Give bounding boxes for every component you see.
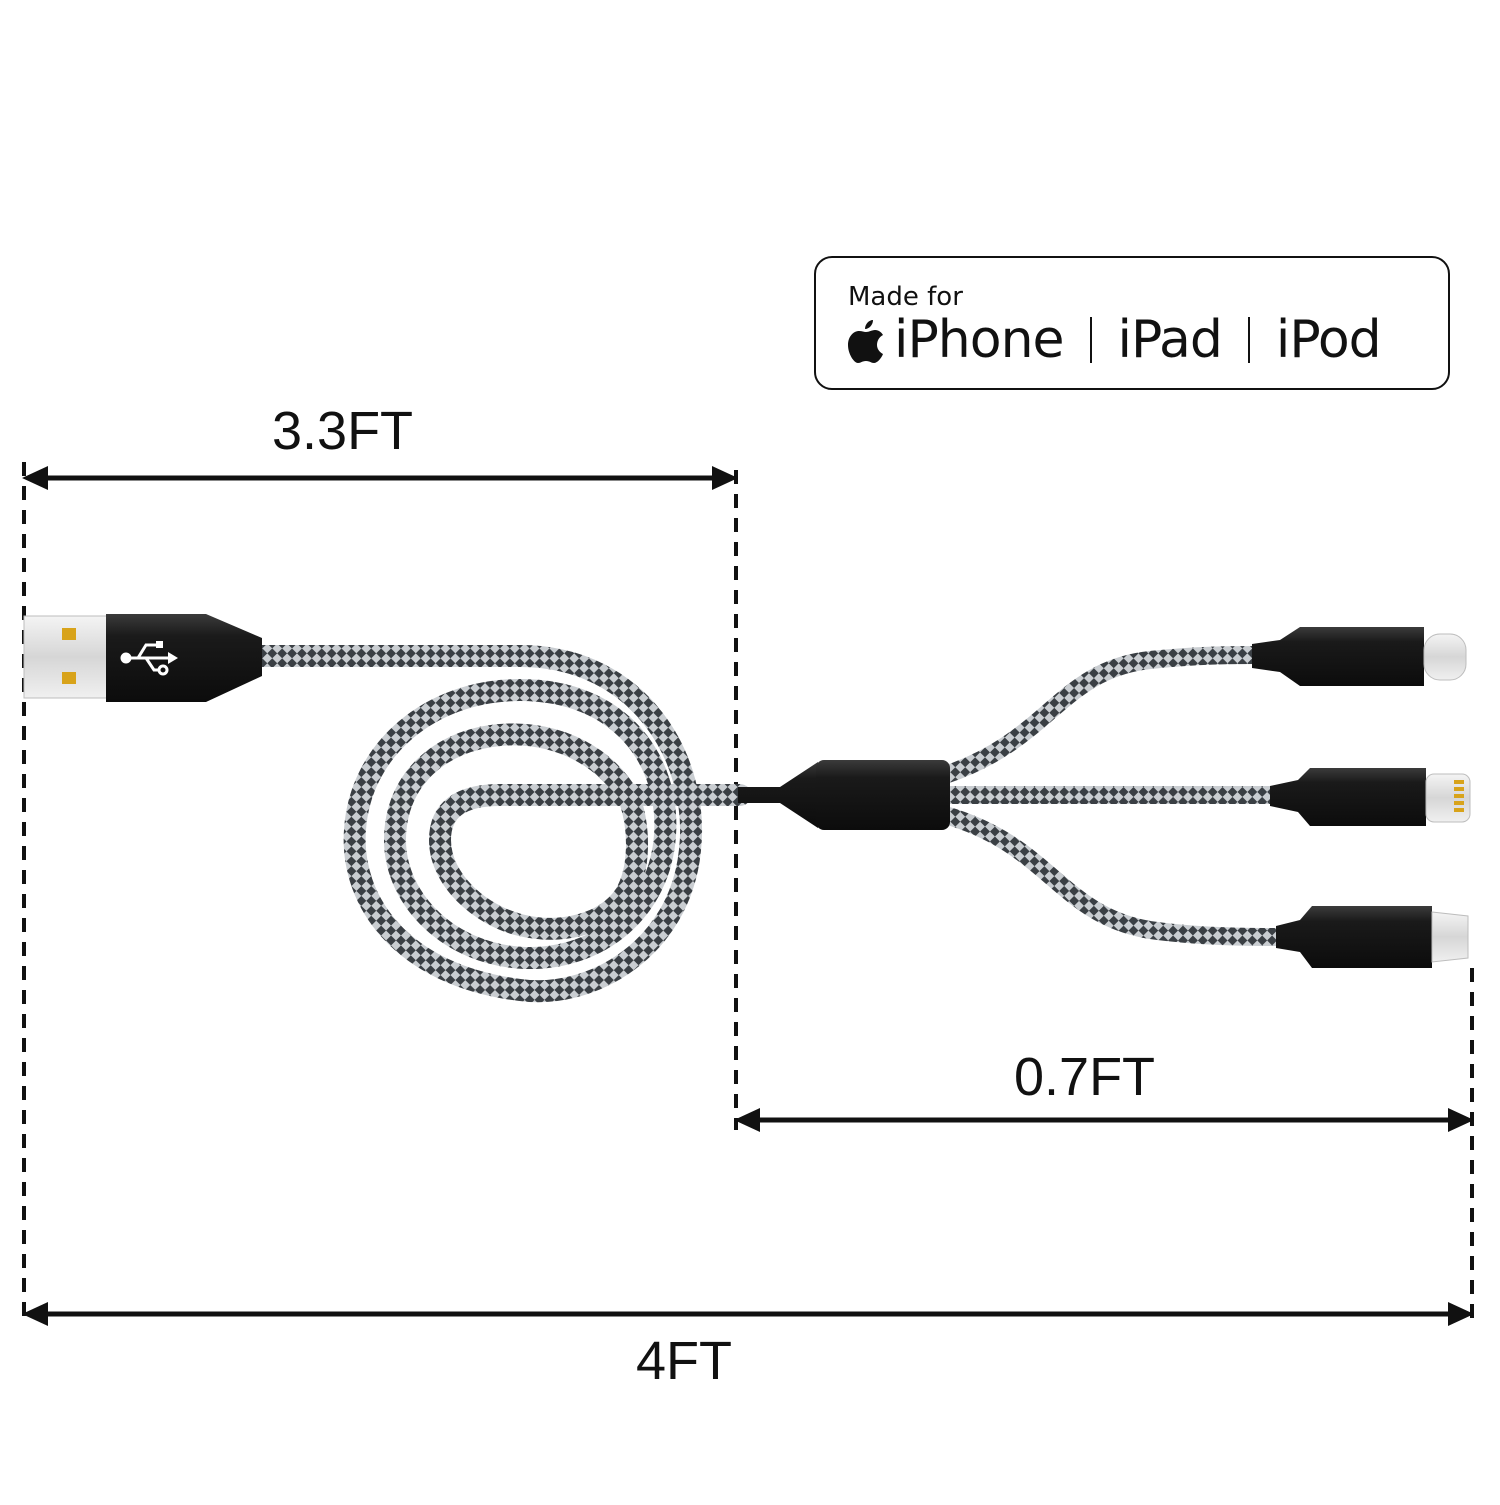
- device-list: iPhone iPad iPod: [846, 310, 1382, 370]
- branch-micro-usb: [936, 806, 1287, 946]
- total-arrow-left: [22, 1302, 48, 1326]
- usb-c-connector: [1252, 627, 1467, 686]
- braided-cable: [251, 645, 1287, 1003]
- split-arrow-left: [734, 1108, 760, 1132]
- splitter-taper: [738, 762, 818, 828]
- lightning-connector: [1270, 768, 1471, 826]
- usb-a-connector: [23, 614, 262, 702]
- device-ipad: iPad: [1117, 310, 1223, 370]
- main-cable-coil: [251, 645, 751, 1003]
- total-length-label: 4FT: [636, 1331, 733, 1391]
- extension-lines: [22, 462, 1474, 1328]
- device-divider: [1247, 317, 1250, 363]
- usb-a-pin-bottom: [62, 672, 76, 684]
- made-for-text: Made for: [848, 282, 963, 312]
- usb-a-housing: [106, 614, 262, 702]
- total-arrow-right: [1448, 1302, 1474, 1326]
- cable-splitter: [738, 760, 950, 830]
- split-cable-length-label: 0.7FT: [1014, 1047, 1156, 1107]
- made-for-badge: Made for iPhone iPad iPod: [814, 256, 1450, 390]
- lightning-pins: [1454, 780, 1464, 812]
- usb-a-pin-top: [62, 628, 76, 640]
- usb-a-plug-metal: [23, 615, 111, 699]
- device-iphone: iPhone: [894, 310, 1065, 370]
- branch-usb-c: [936, 646, 1264, 784]
- usb-c-housing: [1252, 627, 1424, 686]
- device-divider: [1089, 317, 1092, 363]
- micro-usb-plug: [1431, 911, 1469, 963]
- dimension-arrows: [22, 466, 1474, 1326]
- main-cable-length-label: 3.3FT: [272, 401, 414, 461]
- lightning-housing: [1270, 768, 1426, 826]
- main-arrow-right: [712, 466, 738, 490]
- split-arrow-right: [1448, 1108, 1474, 1132]
- main-arrow-left: [22, 466, 48, 490]
- micro-usb-connector: [1276, 906, 1469, 968]
- splitter-body: [816, 760, 950, 830]
- usb-icon: [120, 641, 178, 676]
- apple-logo-icon: [848, 320, 883, 363]
- usb-c-plug: [1423, 633, 1467, 681]
- device-ipod: iPod: [1275, 310, 1382, 370]
- micro-usb-housing: [1276, 906, 1432, 968]
